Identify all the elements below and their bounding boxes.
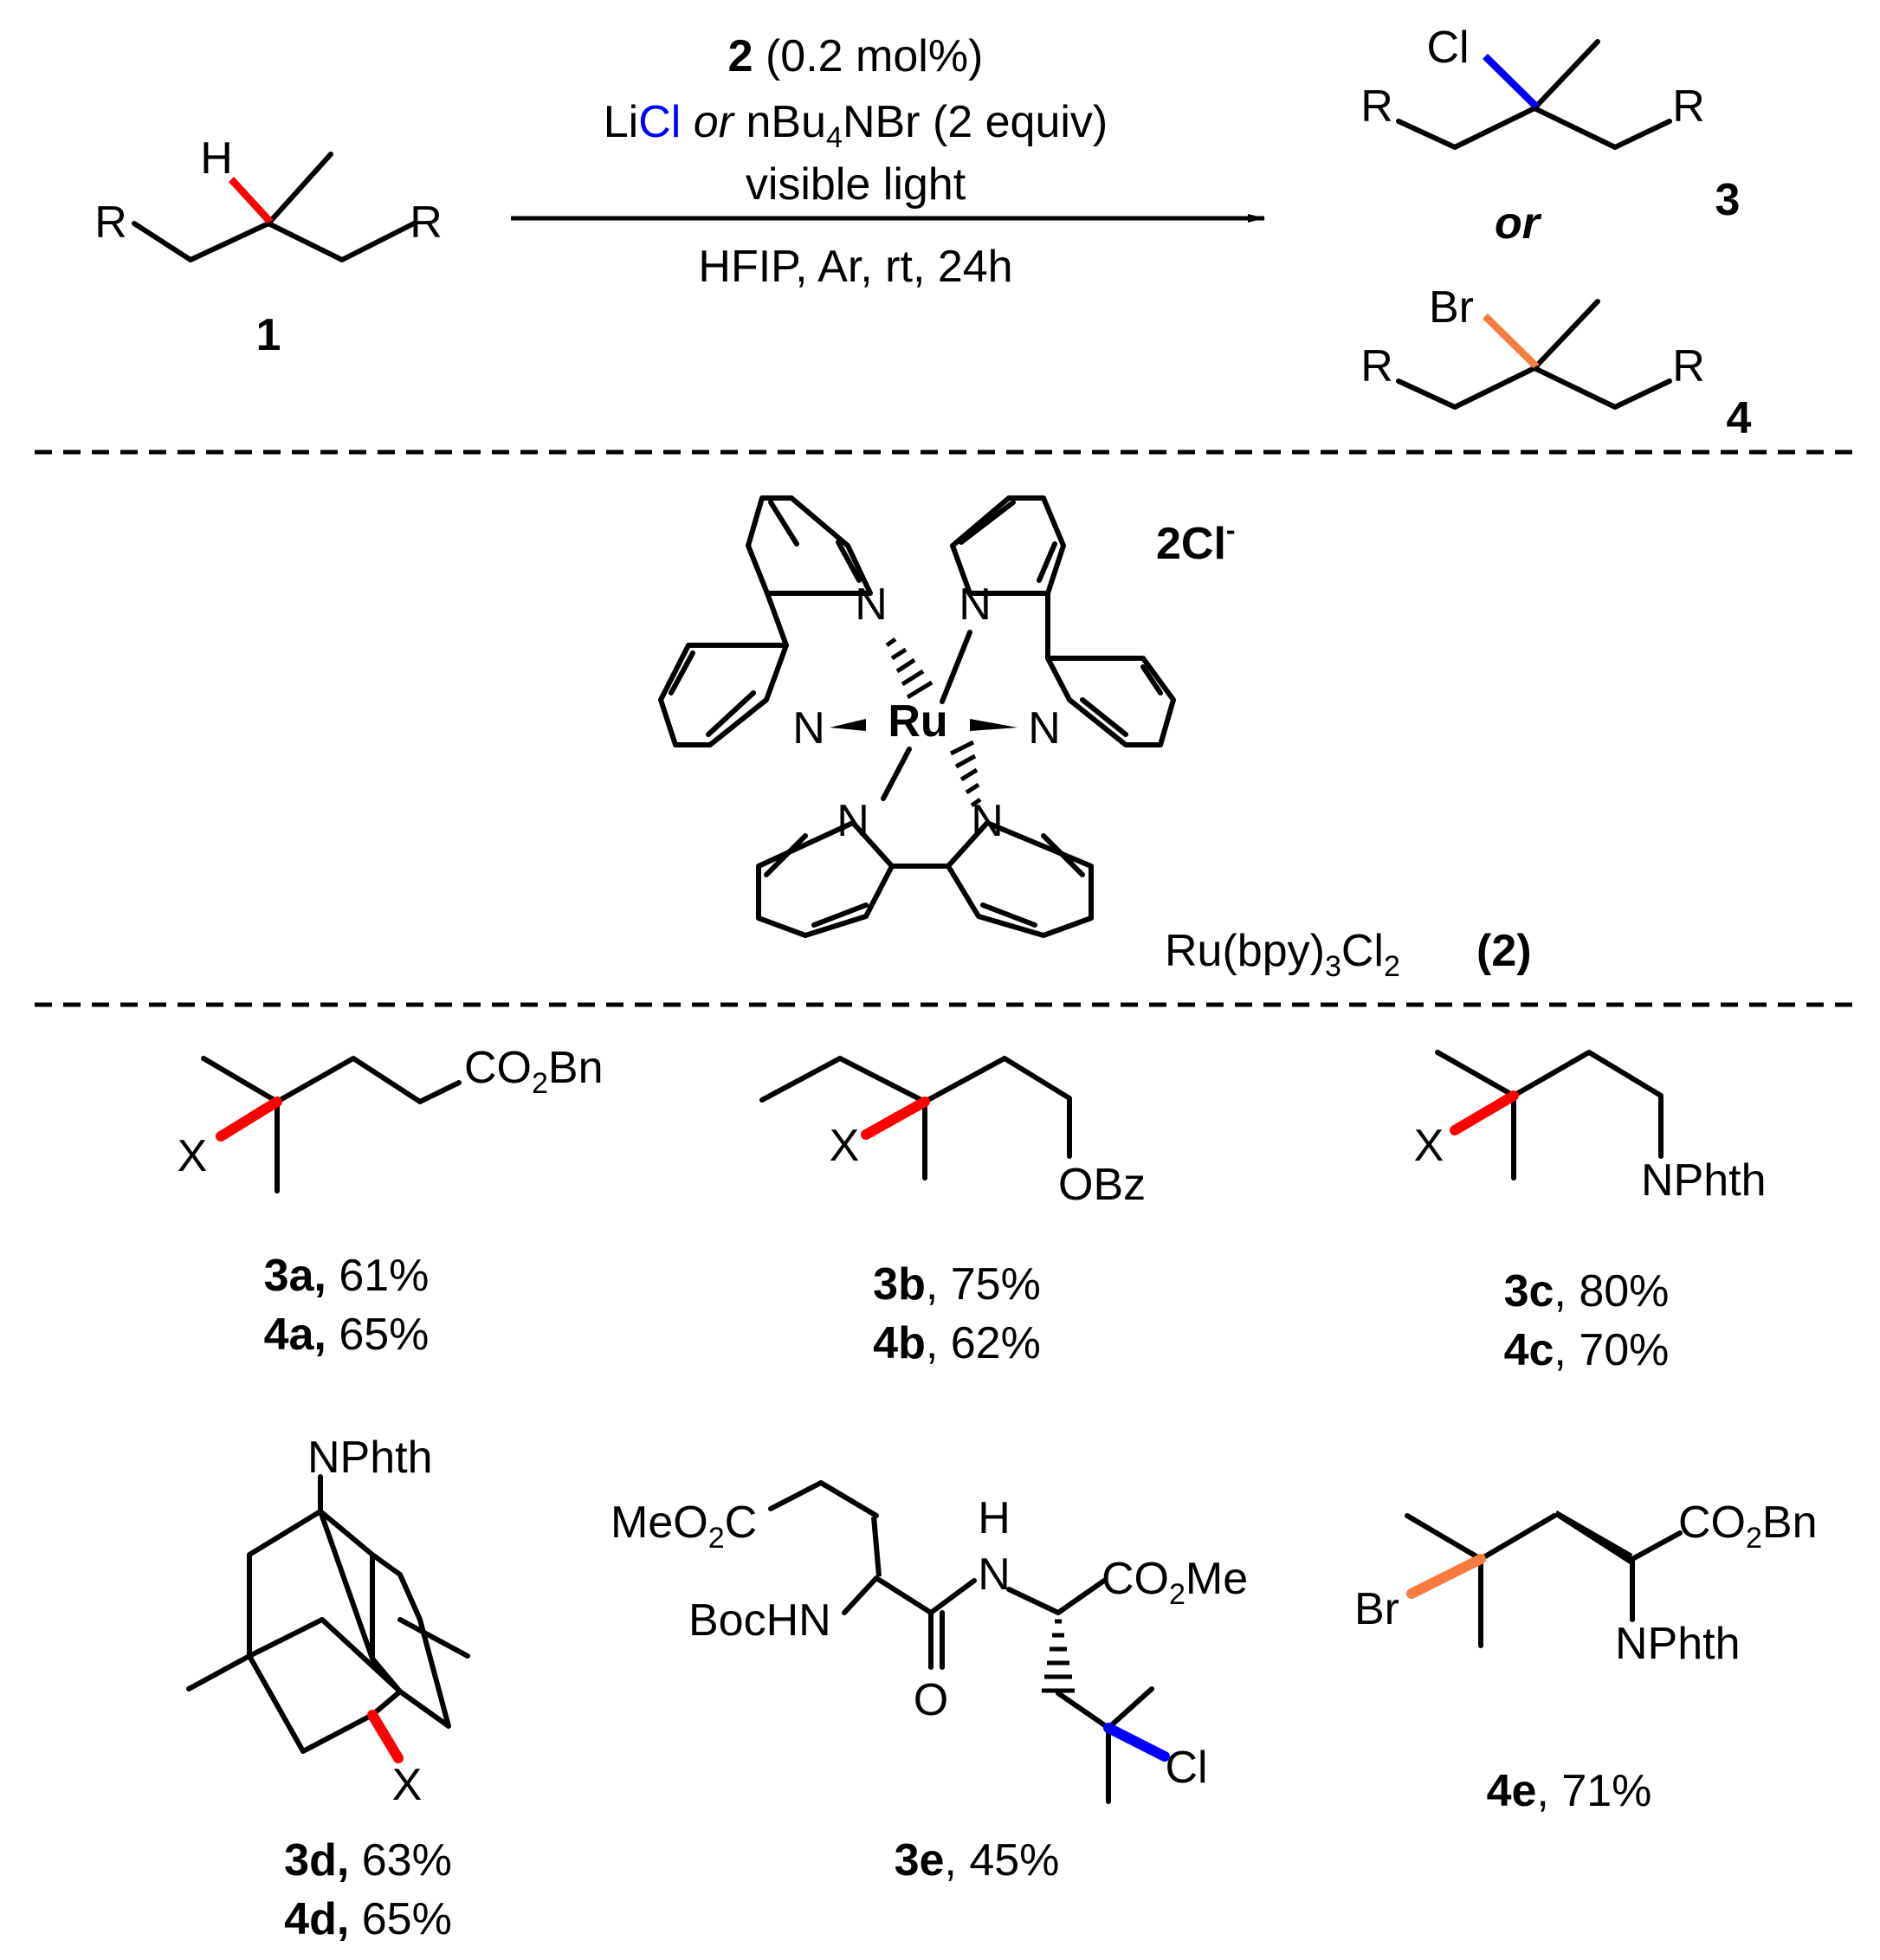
reaction-conditions: 2 (0.2 mol%) LiCl or nBu4NBr (2 equiv) v…	[511, 31, 1265, 292]
r-group-label: R	[1672, 341, 1705, 391]
yield-3b: 3b, 75%	[873, 1259, 1041, 1310]
product-3: Cl R R 3	[1360, 23, 1740, 225]
or-label: or	[1495, 198, 1542, 249]
r-group-label: R	[1360, 81, 1393, 132]
compound-number-3: 3	[1715, 175, 1741, 225]
compound-3a-4a: X CO2Bn 3a, 61% 4a, 65%	[178, 1043, 604, 1360]
phthalimide-label: NPhth	[1641, 1155, 1767, 1206]
amide-h-label: H	[978, 1493, 1011, 1543]
r-group-label: R	[410, 197, 443, 248]
oxygen-label: O	[914, 1675, 948, 1725]
compound-3e: Cl MeO2C BocHN H N O CO2Me 3e, 45%	[611, 1480, 1248, 1886]
wedge-bond-cl	[1483, 54, 1540, 108]
ester-group-label: CO2Bn	[1678, 1497, 1818, 1555]
yield-3c: 3c, 80%	[1504, 1266, 1670, 1316]
chlorine-label: Cl	[1165, 1743, 1207, 1793]
yield-4a: 4a, 65%	[264, 1310, 430, 1360]
hydrogen-label: H	[200, 133, 233, 184]
wedge-bond-br	[1483, 314, 1540, 368]
ester-group-label: OBz	[1058, 1160, 1146, 1210]
yield-3e: 3e, 45%	[895, 1835, 1060, 1886]
phthalimide-label: NPhth	[307, 1433, 433, 1483]
yield-4b: 4b, 62%	[873, 1318, 1041, 1368]
x-label: X	[392, 1760, 423, 1810]
wedge-bond-h	[229, 177, 274, 223]
wedge-bond	[1554, 1510, 1632, 1564]
x-label: X	[1414, 1121, 1444, 1171]
compound-4e: Br CO2Bn NPhth 4e, 71%	[1354, 1497, 1818, 1816]
nitrogen-label: N	[1028, 703, 1061, 754]
bromine-label: Br	[1429, 282, 1474, 333]
catalyst-loading: 2 (0.2 mol%)	[728, 31, 984, 81]
yield-3a: 3a, 61%	[264, 1251, 430, 1301]
nitrogen-label: N	[837, 796, 869, 846]
x-label: X	[830, 1121, 860, 1171]
bromine-label: Br	[1354, 1584, 1399, 1634]
phthalimide-label: NPhth	[1615, 1619, 1741, 1669]
substrate-1: H R R 1	[94, 133, 443, 360]
catalyst-number: (2)	[1476, 926, 1532, 976]
hashed-bond	[1042, 1619, 1075, 1693]
hashed-bond	[949, 740, 982, 808]
yield-4d: 4d, 65%	[284, 1894, 452, 1944]
solvent-condition: HFIP, Ar, rt, 24h	[698, 242, 1012, 292]
ruthenium-label: Ru	[888, 696, 947, 747]
compound-3b-4b: X OBz 3b, 75% 4b, 62%	[759, 1056, 1146, 1368]
compound-number-1: 1	[256, 310, 281, 360]
product-4: Br R R 4	[1360, 282, 1751, 443]
r-group-label: R	[1672, 81, 1705, 132]
r-group-label: R	[94, 197, 127, 248]
wedge-bond	[970, 719, 1018, 731]
ester-group-label: CO2Bn	[464, 1043, 604, 1100]
nitrogen-label: N	[971, 796, 1004, 846]
x-label: X	[178, 1131, 208, 1181]
light-condition: visible light	[746, 159, 966, 210]
yield-4e: 4e, 71%	[1487, 1766, 1652, 1816]
wedge-bond	[871, 1516, 882, 1576]
halide-source: LiCl or nBu4NBr (2 equiv)	[604, 97, 1108, 154]
amide-n-label: N	[978, 1549, 1011, 1600]
ester-group-label: MeO2C	[611, 1497, 757, 1555]
compound-number-4: 4	[1727, 393, 1752, 443]
ester-group-label: CO2Me	[1102, 1554, 1248, 1611]
compound-3c-4c: X NPhth 3c, 80% 4c, 70%	[1414, 1050, 1767, 1375]
nitrogen-label: N	[959, 579, 992, 630]
catalyst-formula: Ru(bpy)3Cl2	[1165, 926, 1400, 983]
catalyst-ru-bpy: N N N N N N Ru 2Cl- Ru(bpy)3Cl2 (2)	[658, 495, 1532, 983]
yield-4c: 4c, 70%	[1504, 1325, 1670, 1375]
bochn-label: BocHN	[688, 1595, 831, 1646]
nitrogen-label: N	[855, 579, 888, 630]
chlorine-label: Cl	[1426, 23, 1469, 73]
compound-3d-4d: X NPhth 3d, 63% 4d, 65%	[186, 1433, 470, 1944]
counterion-label: 2Cl-	[1156, 514, 1236, 569]
yield-3d: 3d, 63%	[284, 1835, 452, 1886]
wedge-bond	[830, 719, 866, 731]
r-group-label: R	[1360, 341, 1393, 391]
nitrogen-label: N	[792, 703, 825, 754]
hashed-bond	[885, 637, 934, 700]
